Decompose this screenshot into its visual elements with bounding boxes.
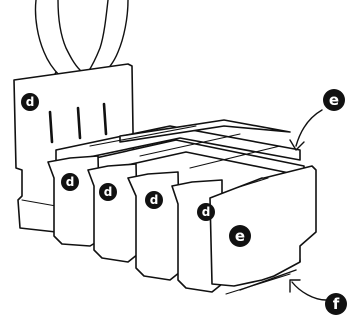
- svg-text:d: d: [26, 95, 35, 109]
- panel-e-front: [210, 166, 316, 286]
- arrow-to-panel-f: [290, 280, 326, 300]
- badge-d-4: d: [197, 203, 215, 221]
- svg-text:f: f: [333, 295, 340, 313]
- badge-d-1: d: [61, 173, 79, 191]
- badge-e-callout: e: [323, 89, 345, 111]
- badge-e-front: e: [229, 225, 251, 247]
- arrow-to-panel-e: [290, 110, 322, 150]
- svg-text:e: e: [235, 227, 245, 245]
- badge-f-callout: f: [325, 293, 347, 315]
- badge-d-back: d: [21, 93, 39, 111]
- badge-d-3: d: [145, 191, 163, 209]
- svg-text:d: d: [66, 175, 75, 189]
- svg-text:d: d: [150, 193, 159, 207]
- svg-text:e: e: [329, 91, 339, 109]
- svg-text:d: d: [104, 185, 113, 199]
- svg-text:d: d: [202, 205, 211, 219]
- badge-d-2: d: [99, 183, 117, 201]
